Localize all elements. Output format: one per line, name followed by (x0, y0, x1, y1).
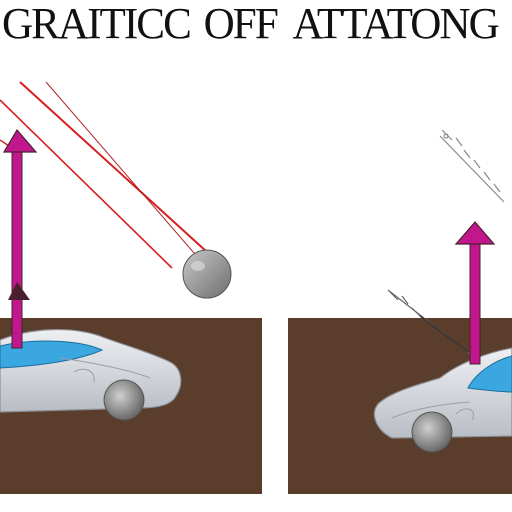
rope-line-lower (387, 289, 471, 355)
ball-highlight (191, 261, 205, 271)
laser-line-2 (0, 99, 173, 269)
right-panel (288, 129, 512, 494)
laser-line-1 (19, 81, 208, 253)
left-panel (0, 81, 262, 494)
pendulum-string (45, 81, 208, 269)
title-word-3: ATTATONG (292, 0, 500, 48)
title-word-2: OFF (203, 0, 279, 48)
rope-line-upper (439, 129, 505, 203)
right-car-icon (373, 347, 512, 453)
left-car-icon (0, 329, 182, 421)
ball-icon (182, 249, 232, 299)
right-car-wheel (411, 411, 453, 453)
title-word-1: GRAITICC (1, 0, 192, 48)
left-car-wheel (103, 379, 145, 421)
up-arrow-icon (2, 128, 38, 349)
right-up-arrow-icon (454, 221, 496, 365)
